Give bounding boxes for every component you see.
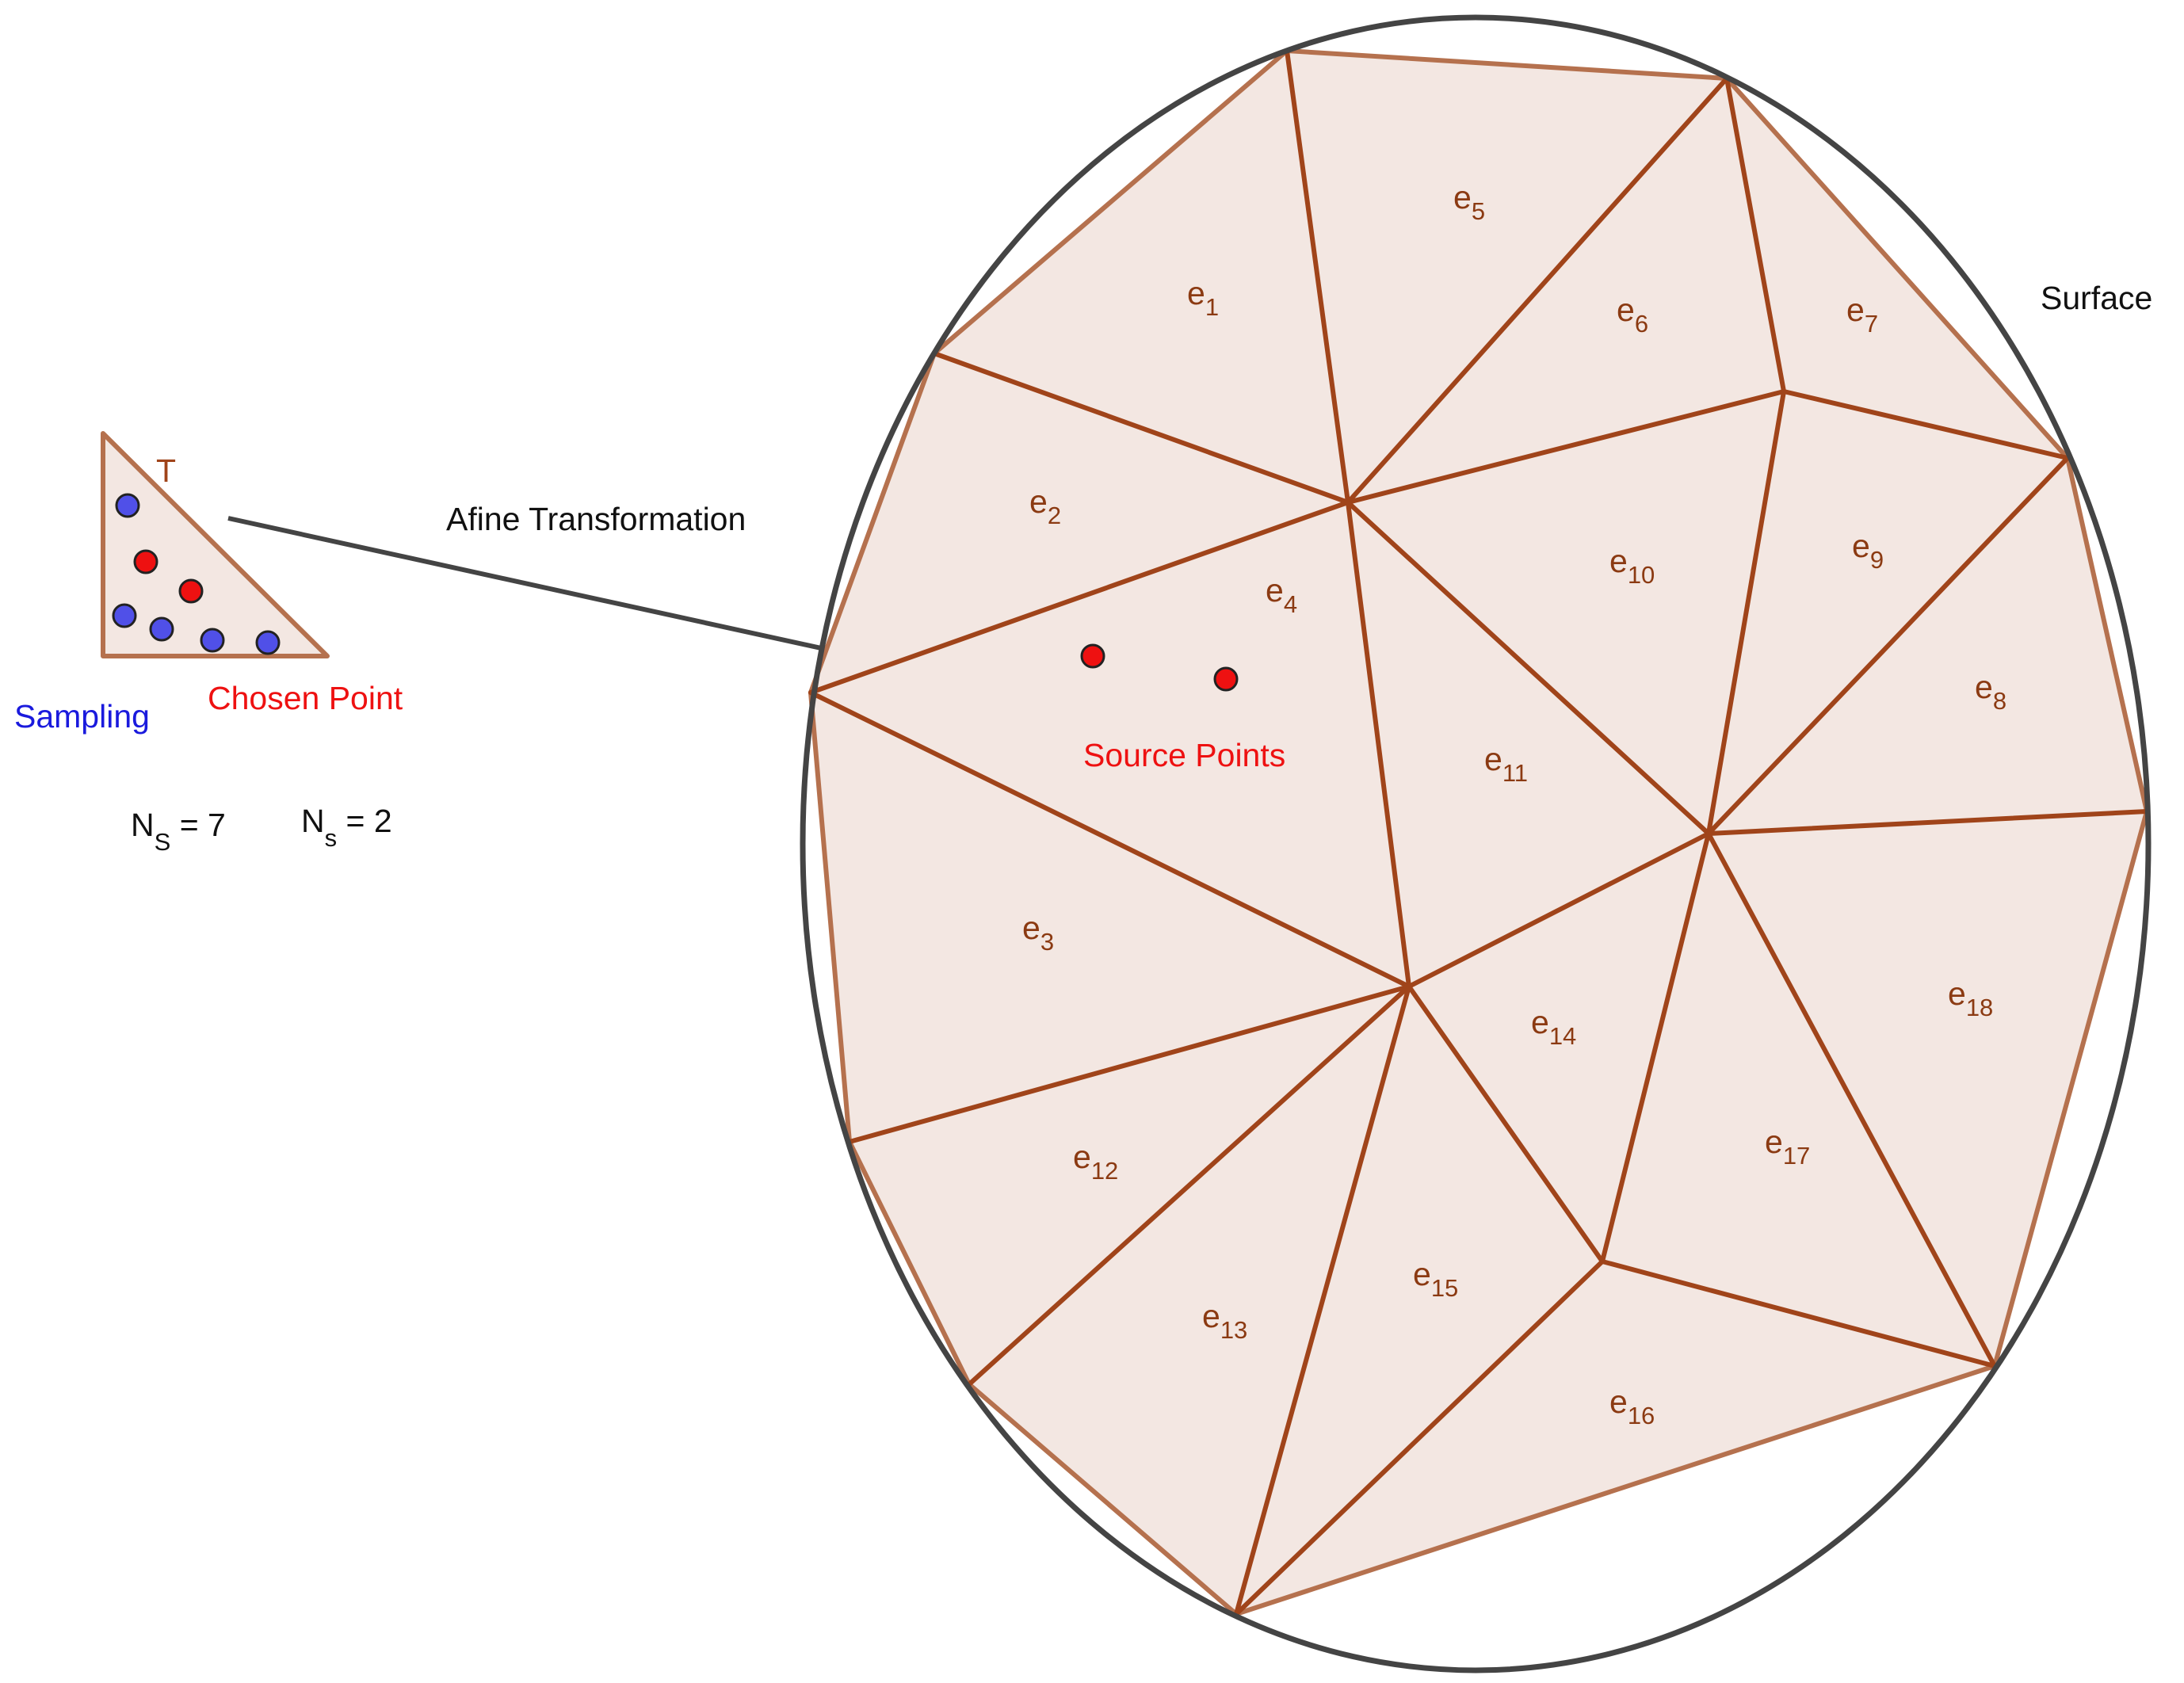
transformation-label: Afine Transformation — [446, 501, 746, 537]
reference-triangle-label: T — [156, 452, 176, 489]
element-label: e15 — [1413, 1256, 1458, 1302]
element-label: e13 — [1202, 1298, 1247, 1344]
mesh-boundary-edge — [847, 1139, 972, 1387]
element-label: e14 — [1531, 1004, 1576, 1050]
mesh-interior-edge — [1346, 389, 1786, 505]
mesh-interior-edge — [808, 500, 1350, 695]
element-label: e3 — [1022, 910, 1054, 956]
mesh-interior-edge — [1600, 1259, 1997, 1368]
sampling-point — [112, 603, 137, 628]
element-label: e18 — [1948, 975, 1993, 1021]
mesh-interior-edge — [932, 351, 1350, 505]
mesh-interior-edge — [967, 984, 1411, 1387]
element-label: e9 — [1852, 528, 1884, 574]
mesh-interior-edge — [1346, 500, 1411, 989]
chosen-point — [178, 578, 204, 604]
mesh-interior-edge — [1706, 456, 2070, 836]
element-label: e6 — [1617, 292, 1648, 338]
mesh-interior-edge — [1600, 831, 1711, 1264]
mesh-interior-edge — [1407, 984, 1605, 1264]
element-label: e16 — [1609, 1383, 1655, 1429]
reference-triangle-shape — [101, 431, 330, 658]
mesh-interior-edge — [808, 690, 1411, 989]
n-sampling-label: NS = 7 — [131, 807, 226, 856]
chosen-point-label: Chosen Point — [208, 680, 403, 716]
mesh-interior-edge — [1706, 389, 1786, 836]
sampling-label: Sampling — [14, 698, 150, 735]
element-label: e7 — [1846, 292, 1878, 338]
mesh-boundary-edge — [1992, 809, 2149, 1368]
surface-outline — [800, 14, 2152, 1673]
source-point — [1080, 643, 1105, 669]
source-points-label: Source Points — [1083, 737, 1285, 773]
mesh-boundary-edge — [808, 690, 852, 1144]
mesh-interior-edge — [1234, 984, 1411, 1616]
mesh-interior-edge — [1346, 76, 1729, 505]
element-label: e12 — [1073, 1139, 1118, 1185]
mesh-interior-edge — [1706, 831, 1997, 1368]
element-label: e1 — [1187, 275, 1219, 321]
mesh-boundary-edge — [2065, 456, 2149, 814]
element-label: e11 — [1484, 741, 1528, 787]
mesh-boundary-edge — [932, 48, 1289, 356]
triangular-mesh — [808, 48, 2149, 1616]
sampling-point — [255, 630, 281, 655]
element-label: e17 — [1765, 1124, 1810, 1170]
mesh-boundary-edge — [808, 351, 937, 695]
mesh-boundary-edge — [1234, 1364, 1997, 1616]
mesh-interior-edge — [1285, 48, 1350, 505]
n-source-label: Ns = 2 — [301, 803, 392, 852]
sampling-point — [115, 493, 140, 518]
element-label: e4 — [1266, 572, 1297, 618]
sampling-point — [200, 628, 225, 653]
mesh-boundary-edge — [1285, 48, 1729, 81]
source-point — [1213, 666, 1239, 692]
chosen-point — [133, 549, 158, 574]
mesh-interior-edge — [1346, 500, 1711, 836]
mesh-boundary-edge — [967, 1382, 1239, 1616]
element-labels: e1 e2 e3 e4 e5 e6 e7 e8 e9 e10 e11 e12 e… — [1022, 179, 2006, 1429]
mesh-interior-edge — [1407, 831, 1711, 989]
mesh-interior-edge — [1724, 76, 1786, 394]
mesh-interior-edge — [1706, 809, 2149, 836]
mesh-interior-edge — [1781, 389, 2070, 460]
mesh-interior-edge — [1234, 1259, 1605, 1616]
element-label: e8 — [1975, 669, 2006, 715]
element-label: e10 — [1609, 543, 1655, 589]
surface-label: Surface — [2041, 280, 2152, 316]
element-label: e2 — [1029, 483, 1061, 529]
mesh-boundary-edge — [1724, 76, 2070, 460]
reference-triangle: T — [101, 431, 330, 658]
mesh-interior-edge — [847, 984, 1411, 1144]
sampling-point — [149, 616, 174, 642]
element-label: e5 — [1453, 179, 1485, 225]
